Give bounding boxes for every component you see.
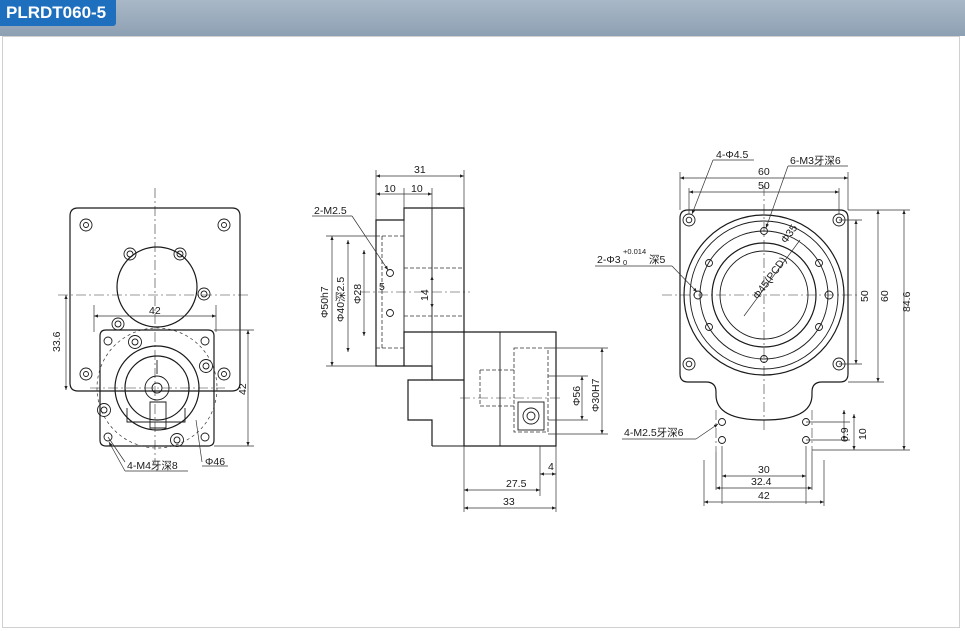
title-bar: PLRDT060-5 [0,0,965,36]
dim-50-top: 50 [758,180,770,192]
front-view: 42 33.6 42 4-M4牙深8 Φ46 [51,188,254,472]
note-pin-suffix: 深5 [649,254,665,266]
dim-d50h7: Φ50h7 [319,286,331,318]
dim-5: 5 [379,281,385,293]
dim-42-bottom: 42 [758,490,770,502]
dim-27-5: 27.5 [506,478,527,490]
note-d46: Φ46 [205,456,225,468]
dim-10-v: 10 [857,428,869,440]
note-2-m2-5: 2-M2.5 [314,205,347,217]
dim-33-6: 33.6 [51,331,63,352]
dim-50-v: 50 [859,290,871,302]
dim-d30h7: Φ30H7 [590,378,602,412]
dim-d28: Φ28 [352,284,364,304]
dim-10b: 10 [411,183,423,195]
dim-31: 31 [414,164,426,176]
dim-42-h: 42 [149,305,161,317]
note-6-m3: 6-M3牙深6 [790,155,841,167]
dim-6-9: 6.9 [839,427,851,442]
dim-42-v: 42 [237,383,249,395]
note-pin-tol-low: 0 [623,258,627,267]
dim-84-6: 84.6 [901,291,913,312]
side-view: 31 10 10 2-M2.5 Φ50h7 Φ40深2.5 Φ28 5 14 Φ… [312,164,608,512]
dim-d35: Φ35 [779,222,801,245]
note-4-m2-5: 4-M2.5牙深6 [624,427,684,439]
dim-60-v: 60 [879,290,891,302]
note-pin-prefix: 2-Φ3 [597,254,621,266]
dim-d40: Φ40深2.5 [335,277,347,322]
dim-33: 33 [503,496,515,508]
drawing-frame [2,36,960,628]
note-pin-tol-up: +0.014 [623,247,646,256]
dim-10a: 10 [384,183,396,195]
note-4-m4: 4-M4牙深8 [127,460,178,472]
note-4-d4-5: 4-Φ4.5 [716,149,748,161]
dim-30: 30 [758,464,770,476]
dim-14: 14 [419,289,431,301]
output-view: 4-Φ4.5 6-M3牙深6 60 50 2-Φ3 +0.014 0 深5 Φ4… [595,149,913,506]
dim-32-4: 32.4 [751,476,772,488]
dim-60-top: 60 [758,166,770,178]
model-title: PLRDT060-5 [0,0,117,26]
dim-4: 4 [548,461,554,473]
dim-d56: Φ56 [571,386,583,406]
